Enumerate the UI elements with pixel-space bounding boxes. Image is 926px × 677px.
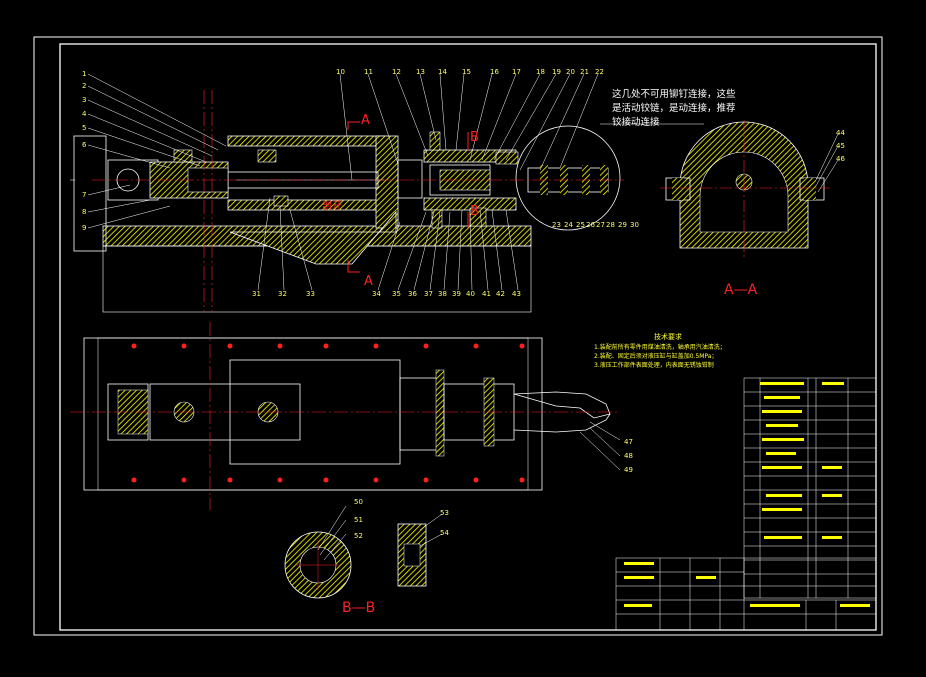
outer-frame	[33, 36, 883, 636]
callout-14: 14	[438, 68, 447, 76]
callout-24: 24	[564, 221, 573, 229]
callout-31: 31	[252, 290, 261, 298]
callout-46: 46	[836, 155, 845, 163]
tech-item-3: 3.液压工作部件表面处理，内表面无锈蚀钳制	[594, 362, 714, 369]
callout-30: 30	[630, 221, 639, 229]
callout-9: 9	[82, 224, 87, 232]
section-aa-view	[660, 120, 839, 258]
section-label-b-bottom: B	[470, 204, 479, 219]
callout-25: 25	[576, 221, 585, 229]
callout-7: 7	[82, 191, 87, 199]
callout-47: 47	[624, 438, 633, 446]
callout-48: 48	[624, 452, 633, 460]
title-block-fill-text	[624, 382, 870, 607]
callout-12: 12	[392, 68, 401, 76]
callout-54: 54	[440, 529, 449, 537]
callout-51: 51	[354, 516, 363, 524]
callout-16: 16	[490, 68, 499, 76]
callout-34: 34	[372, 290, 381, 298]
callout-17: 17	[512, 68, 521, 76]
section-label-a-bottom: A	[364, 274, 373, 289]
cut-open-label: 剖开	[322, 201, 342, 212]
callout-37: 37	[424, 290, 433, 298]
parts-list-table	[743, 377, 877, 599]
callout-13: 13	[416, 68, 425, 76]
callout-36: 36	[408, 290, 417, 298]
callout-23: 23	[552, 221, 561, 229]
callout-53: 53	[440, 509, 449, 517]
callout-40: 40	[466, 290, 475, 298]
main-section-view	[70, 90, 624, 313]
section-label-b-top: B	[470, 130, 479, 145]
title-block	[615, 557, 877, 631]
joint-annotation-note: 这几处不可用铆钉连接，这些是活动铰链，是动连接，推荐铰接动连接	[612, 89, 736, 128]
callout-11: 11	[364, 68, 373, 76]
tech-title: 技术要求	[654, 333, 682, 341]
callout-29: 29	[618, 221, 627, 229]
callout-45: 45	[836, 142, 845, 150]
callout-43: 43	[512, 290, 521, 298]
callout-52: 52	[354, 532, 363, 540]
section-label-a-top: A	[361, 113, 370, 128]
inner-frame	[59, 43, 877, 631]
callout-2: 2	[82, 82, 87, 90]
callout-15: 15	[462, 68, 471, 76]
view-label-aa: A—A	[724, 282, 758, 298]
callout-32: 32	[278, 290, 287, 298]
callout-20: 20	[566, 68, 575, 76]
callout-49: 49	[624, 466, 633, 474]
callout-33: 33	[306, 290, 315, 298]
callout-22: 22	[595, 68, 604, 76]
callout-5: 5	[82, 124, 87, 132]
section-bb-view	[284, 505, 443, 599]
plan-bolt-holes	[131, 343, 525, 483]
callout-41: 41	[482, 290, 491, 298]
callout-28: 28	[606, 221, 615, 229]
section-markers	[347, 121, 469, 273]
callout-50: 50	[354, 498, 363, 506]
callout-19: 19	[552, 68, 561, 76]
plan-view	[70, 322, 621, 510]
callout-39: 39	[452, 290, 461, 298]
callout-38: 38	[438, 290, 447, 298]
callout-8: 8	[82, 208, 87, 216]
callout-6: 6	[82, 141, 87, 149]
callout-42: 42	[496, 290, 505, 298]
callout-3: 3	[82, 96, 87, 104]
callout-1: 1	[82, 70, 87, 78]
callout-26: 26	[586, 221, 595, 229]
tech-item-2: 2.装配、固定后须对液压缸与缸盖加0.5MPa；	[594, 353, 718, 360]
callout-4: 4	[82, 110, 87, 118]
callout-27: 27	[596, 221, 605, 229]
tech-item-1: 1.装配前所有零件用煤油清洗，轴承用汽油清洗；	[594, 344, 726, 351]
view-label-bb: B—B	[342, 600, 376, 616]
callout-10: 10	[336, 68, 345, 76]
callout-44: 44	[836, 129, 845, 137]
callout-35: 35	[392, 290, 401, 298]
leader-lines	[87, 73, 704, 291]
callout-18: 18	[536, 68, 545, 76]
callout-21: 21	[580, 68, 589, 76]
